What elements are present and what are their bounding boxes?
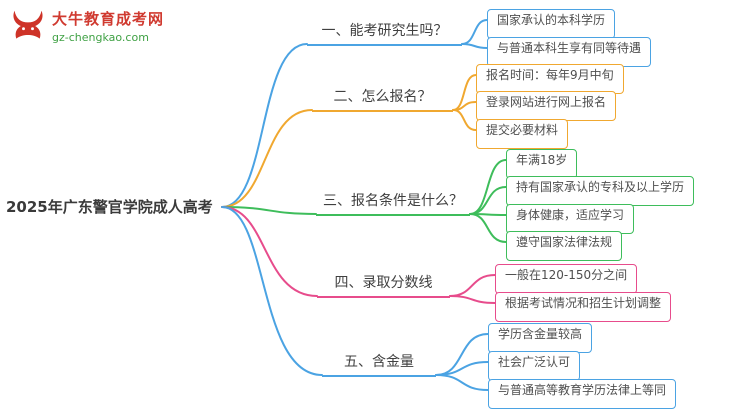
leaf-2-2: 登录网站进行网上报名 <box>476 91 617 121</box>
site-logo: 大牛教育成考网 gz-chengkao.com <box>10 8 164 44</box>
leaf-1-2: 与普通本科生享有同等待遇 <box>487 37 652 67</box>
connector-root-branch3 <box>221 206 317 215</box>
leaf-5-3: 与普通高等教育学历法律上等同 <box>488 379 677 409</box>
leaf-2-1: 报名时间：每年9月中旬 <box>476 64 624 94</box>
leaf-3-2: 持有国家承认的专科及以上学历 <box>506 176 695 206</box>
branch-5-node: 五、含金量 <box>322 353 436 377</box>
connector-branch1-leaf2 <box>461 43 488 49</box>
connector-branch4-leaf1 <box>449 274 496 297</box>
connector-branch3-leaf4 <box>469 213 507 243</box>
connector-branch4-leaf2 <box>449 295 496 304</box>
leaf-3-1: 年满18岁 <box>506 149 578 179</box>
logo-text-block: 大牛教育成考网 gz-chengkao.com <box>52 8 164 44</box>
logo-domain: gz-chengkao.com <box>52 31 149 44</box>
leaf-3-4: 遵守国家法律法规 <box>506 231 623 261</box>
connector-branch1-leaf1 <box>461 19 488 45</box>
leaf-1-1: 国家承认的本科学历 <box>487 9 616 39</box>
connector-branch2-leaf3 <box>452 109 477 131</box>
bull-logo-icon <box>13 10 43 39</box>
branch-3-node: 三、报名条件是什么？ <box>316 192 470 216</box>
connector-branch2-leaf2 <box>452 101 477 111</box>
root-node: 2025年广东警官学院成人高考 <box>6 198 213 216</box>
connector-root-branch1 <box>221 43 308 208</box>
branch-4-node: 四、录取分数线 <box>317 274 450 298</box>
logo-title: 大牛教育成考网 <box>52 10 165 28</box>
connector-root-branch2 <box>221 109 313 208</box>
connector-root-branch5 <box>221 206 323 376</box>
branch-2-node: 二、怎么报名？ <box>312 88 453 112</box>
leaf-2-3: 提交必要材料 <box>476 119 569 149</box>
leaf-5-1: 学历含金量较高 <box>488 323 593 353</box>
leaf-5-2: 社会广泛认可 <box>488 351 581 381</box>
connector-branch5-leaf3 <box>435 374 489 391</box>
connector-root-branch4 <box>221 206 318 297</box>
connector-branch3-leaf2 <box>469 186 507 215</box>
leaf-4-1: 一般在120-150分之间 <box>495 264 638 294</box>
branch-1-node: 一、能考研究生吗？ <box>307 22 462 46</box>
leaf-4-2: 根据考试情况和招生计划调整 <box>495 292 672 322</box>
leaf-3-3: 身体健康，适应学习 <box>506 204 635 234</box>
